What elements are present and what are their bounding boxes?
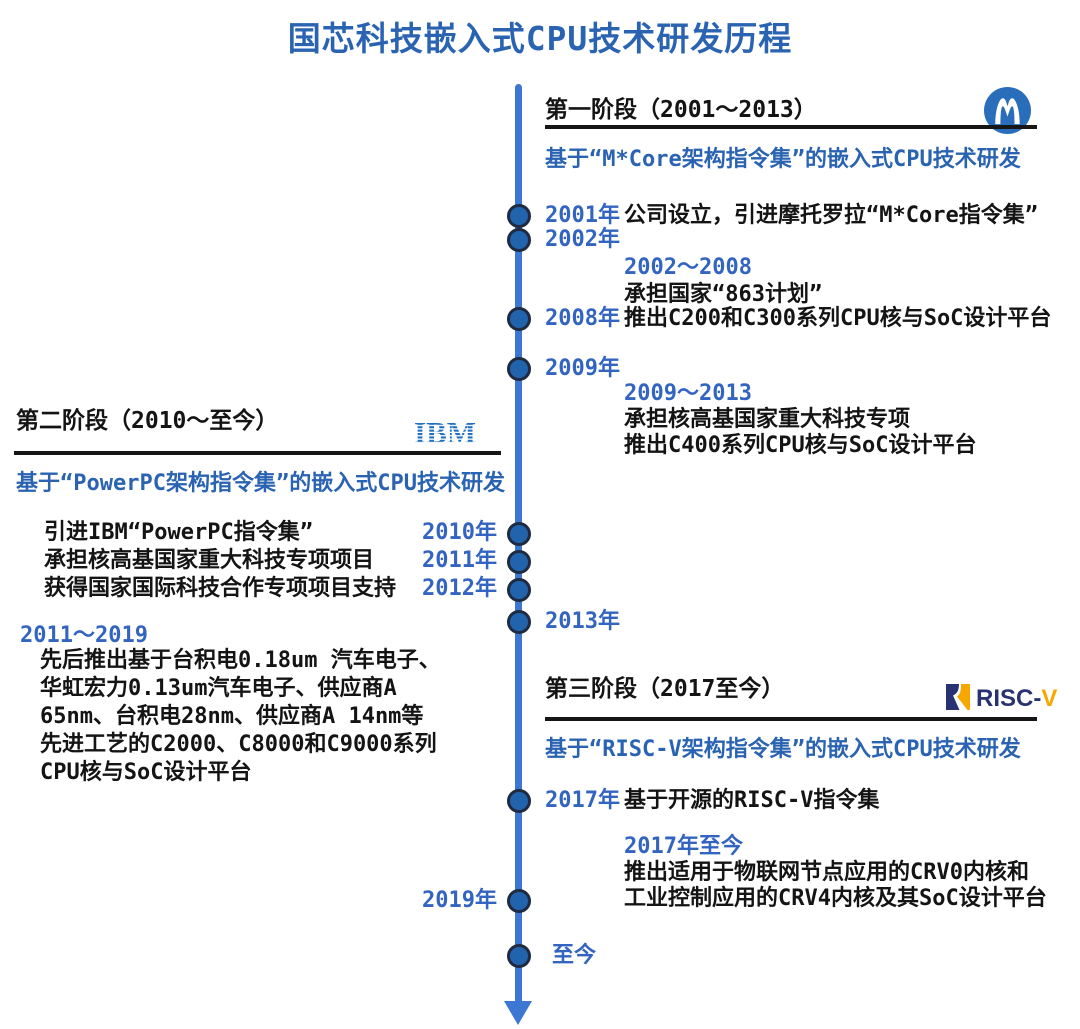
event-block-2002-2008: 2002～2008 承担国家“863计划” [624, 254, 822, 308]
event-2001: 公司设立，引进摩托罗拉“M*Core指令集” [624, 203, 1038, 228]
timeline-dot-2008 [507, 307, 531, 331]
year-label-2012: 2012年 [422, 576, 497, 601]
phase3-header: 第三阶段（2017至今） [545, 676, 785, 702]
timeline-dot-2017 [507, 789, 531, 813]
year-label-2019: 2019年 [422, 888, 497, 913]
event-c400-platform: 推出C400系列CPU核与SoC设计平台 [624, 433, 977, 458]
event-process-line4: 先进工艺的C2000、C8000和C9000系列 [40, 732, 437, 757]
phase1-subtitle: 基于“M*Core架构指令集”的嵌入式CPU技术研发 [545, 147, 1021, 172]
year-label-now: 至今 [552, 943, 597, 968]
event-2017: 基于开源的RISC-V指令集 [624, 788, 880, 813]
year-label-2011: 2011年 [422, 548, 497, 573]
event-863-program: 承担国家“863计划” [624, 282, 823, 307]
phase2-subtitle: 基于“PowerPC架构指令集”的嵌入式CPU技术研发 [16, 471, 505, 496]
timeline-dot-2019 [507, 889, 531, 913]
year-label-2008: 2008年 [545, 306, 620, 331]
ibm-logo-icon: IBM [414, 416, 476, 447]
event-crv4-line: 工业控制应用的CRV4内核及其SoC设计平台 [624, 886, 1047, 911]
timeline-dot-2010 [507, 522, 531, 546]
event-2011: 承担核高基国家重大科技专项项目 [44, 548, 375, 573]
event-process-line1: 先后推出基于台积电0.18um 汽车电子、 [40, 648, 441, 673]
timeline-dot-2011 [507, 550, 531, 574]
phase2-header: 第二阶段（2010～至今） [16, 408, 279, 434]
riscv-logo-text-main: RISC- [976, 685, 1041, 712]
event-crv0-line: 推出适用于物联网节点应用的CRV0内核和 [624, 860, 1029, 885]
event-hegaoji-project: 承担核高基国家重大科技专项 [624, 407, 911, 432]
timeline-dot-2009 [507, 357, 531, 381]
event-block-2009-2013: 2009～2013 承担核高基国家重大科技专项 推出C400系列CPU核与SoC… [624, 381, 976, 459]
year-label-2017: 2017年 [545, 788, 620, 813]
motorola-logo-icon [984, 87, 1031, 134]
event-2008: 推出C200和C300系列CPU核与SoC设计平台 [624, 306, 1052, 331]
event-process-line2: 华虹宏力0.13um汽车电子、供应商A [40, 676, 397, 701]
year-label-2002: 2002年 [545, 227, 620, 252]
event-block-2011-2019: 先后推出基于台积电0.18um 汽车电子、 华虹宏力0.13um汽车电子、供应商… [40, 647, 441, 787]
page-title: 国芯科技嵌入式CPU技术研发历程 [287, 19, 793, 58]
year-label-2009: 2009年 [545, 356, 620, 381]
timeline-dot-now [507, 944, 531, 968]
event-block-2017-now: 2017年至今 推出适用于物联网节点应用的CRV0内核和 工业控制应用的CRV4… [624, 834, 1047, 912]
range-label-2011-2019: 2011～2019 [20, 623, 148, 648]
riscv-logo-icon: RISC-V [946, 684, 1057, 712]
event-2010: 引进IBM“PowerPC指令集” [44, 520, 313, 545]
year-label-2010: 2010年 [422, 520, 497, 545]
phase3-divider [545, 717, 1037, 721]
event-process-line3: 65nm、台积电28nm、供应商A 14nm等 [40, 704, 424, 729]
ibm-logo-text: IBM [414, 416, 476, 447]
event-process-line5: CPU核与SoC设计平台 [40, 760, 252, 785]
year-label-2013: 2013年 [545, 609, 620, 634]
svg-text:RISC-V: RISC-V [976, 685, 1057, 712]
timeline-dot-2013 [507, 610, 531, 634]
range-label-2009-2013: 2009～2013 [624, 381, 752, 406]
phase1-divider [545, 125, 1037, 129]
phase1-header: 第一阶段（2001～2013） [545, 97, 817, 123]
event-2012: 获得国家国际科技合作专项项目支持 [44, 576, 397, 601]
timeline-arrow-icon [504, 1001, 532, 1025]
year-label-2001: 2001年 [545, 203, 620, 228]
riscv-logo-text-v: V [1041, 685, 1057, 712]
range-label-2017-now: 2017年至今 [624, 834, 743, 859]
timeline-dot-2001 [507, 204, 531, 228]
phase3-subtitle: 基于“RISC-V架构指令集”的嵌入式CPU技术研发 [545, 737, 1021, 762]
timeline-dot-2002 [507, 228, 531, 252]
range-label-2002-2008: 2002～2008 [624, 255, 752, 280]
timeline-dot-2012 [507, 578, 531, 602]
phase2-divider [14, 451, 501, 455]
